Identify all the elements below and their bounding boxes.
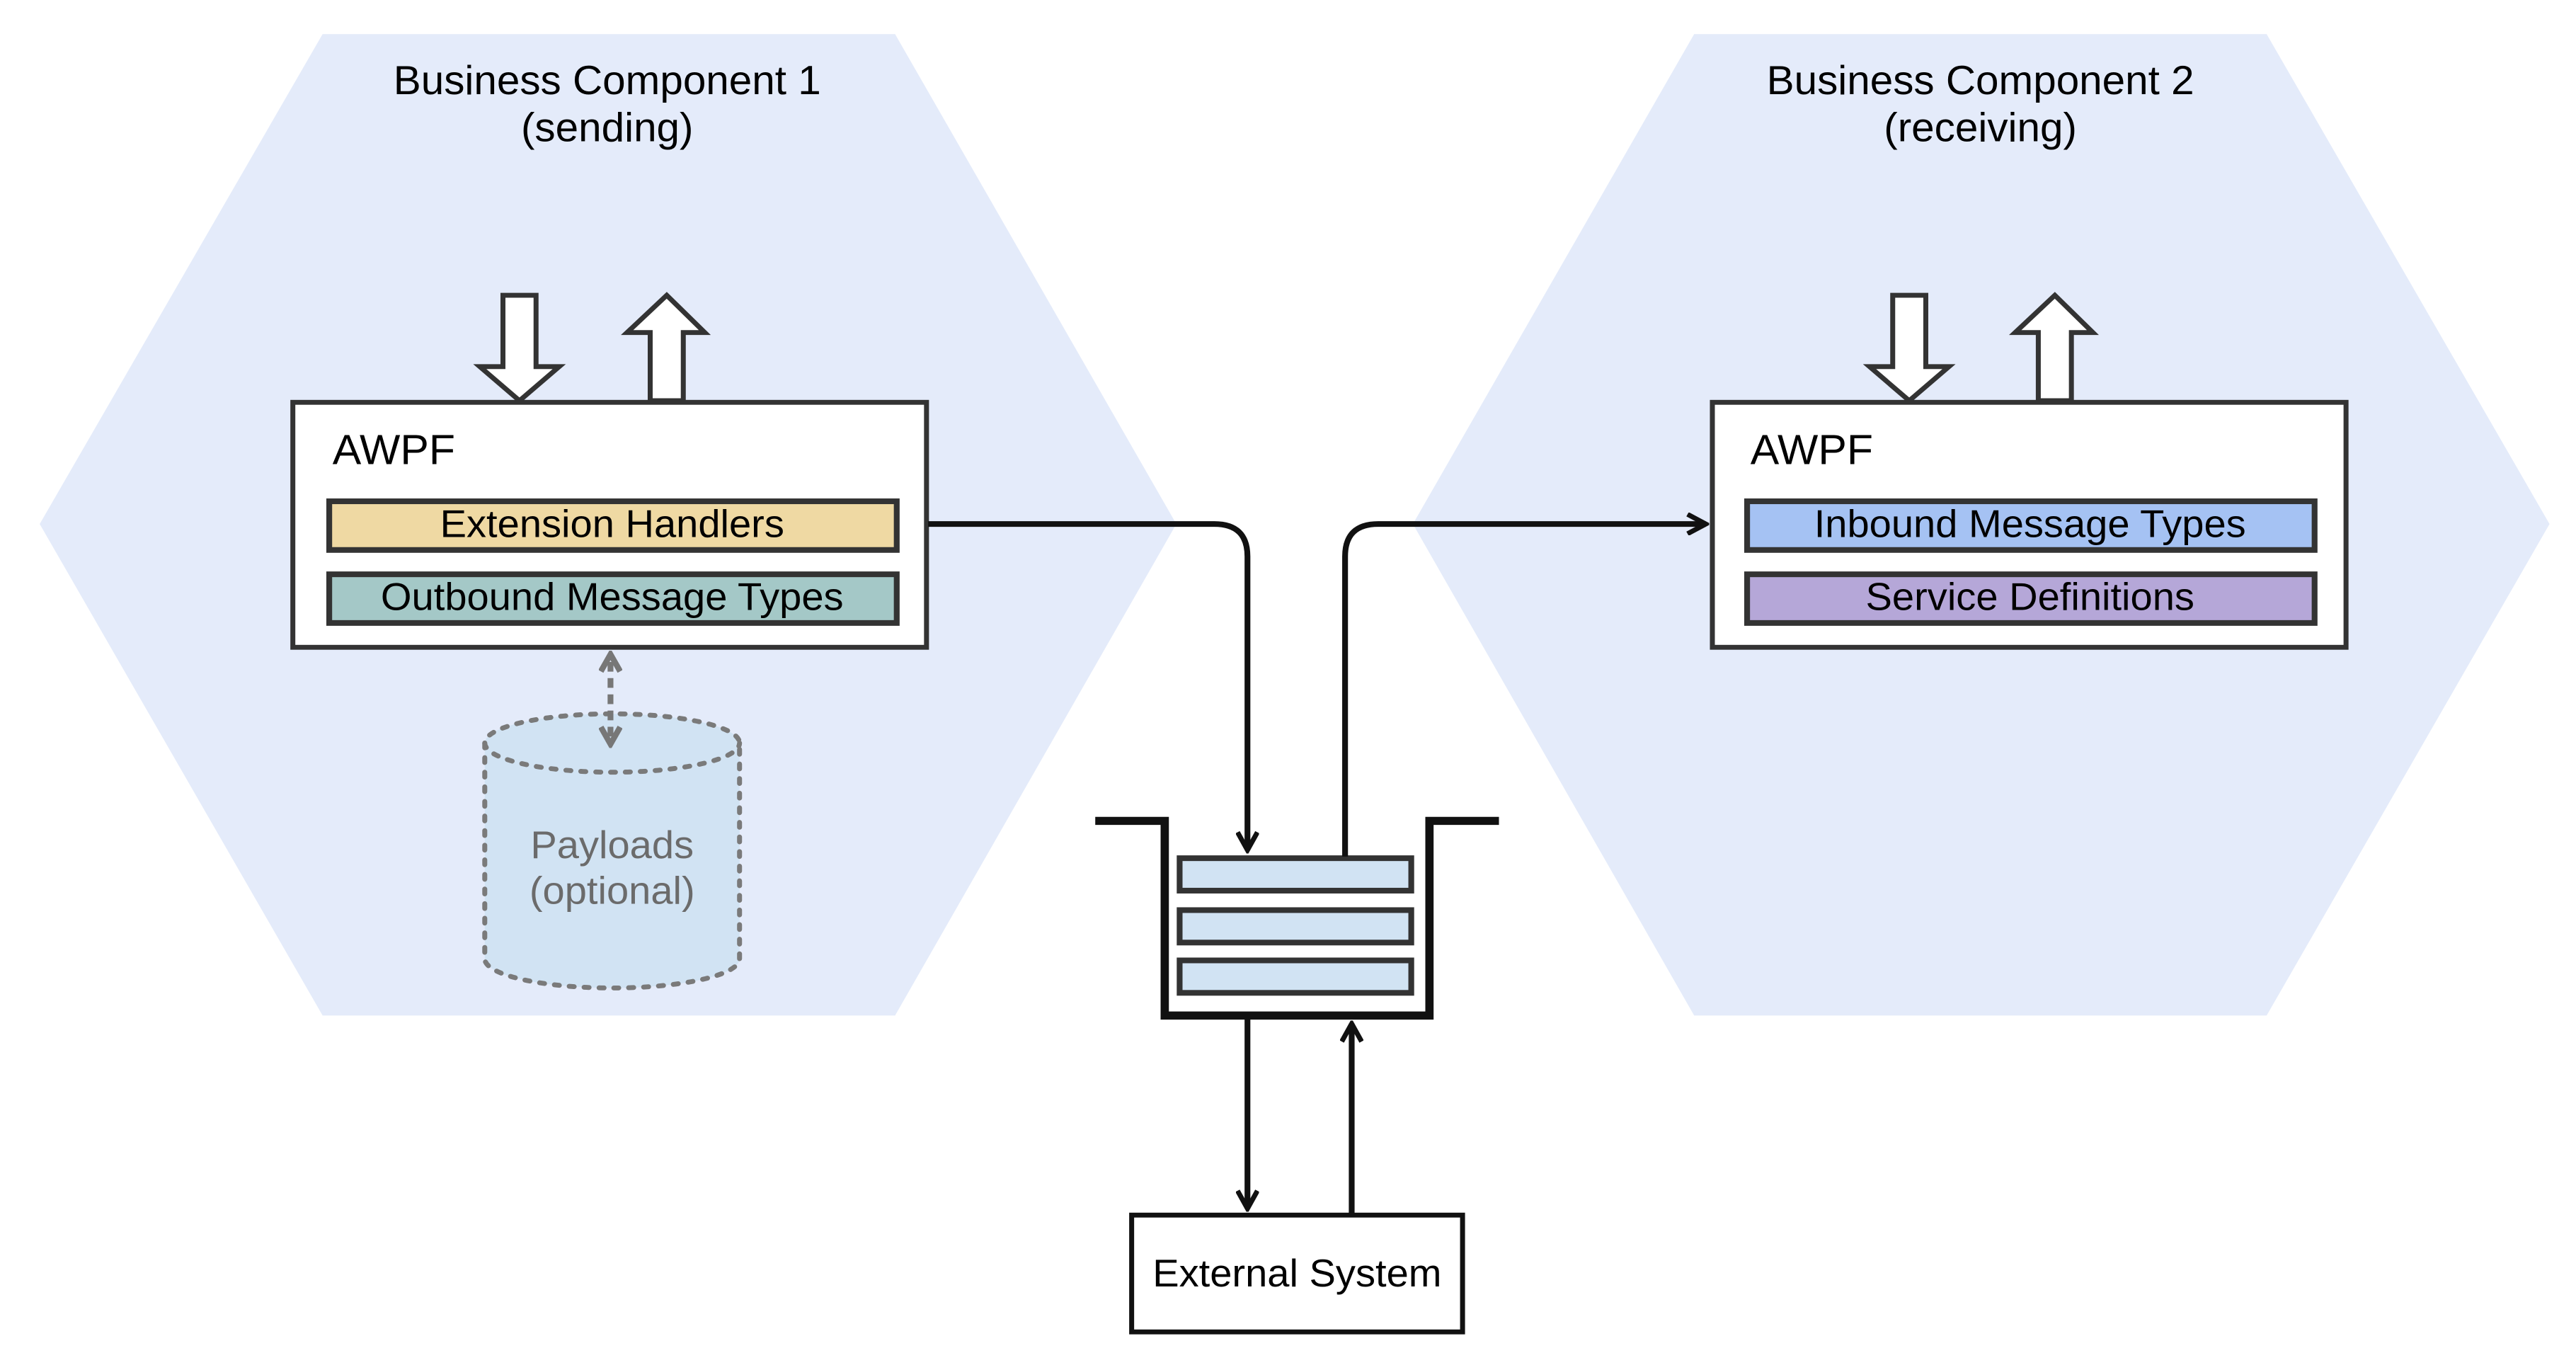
extension-handlers-bar xyxy=(326,498,900,553)
database-icon: Payloads (optional) xyxy=(482,711,743,991)
up-arrow-icon xyxy=(621,292,711,404)
component-1-title: Business Component 1 xyxy=(394,58,821,103)
inbound-message-types-label: Inbound Message Types xyxy=(1814,502,2246,545)
inbound-message-types-bar xyxy=(1744,498,2318,553)
awpf-label-1: AWPF xyxy=(333,426,455,473)
send-to-queue-arrow xyxy=(928,521,1247,850)
up-arrow-icon xyxy=(2008,292,2100,404)
component-2-subtitle: (receiving) xyxy=(1884,105,2077,150)
business-component-1: Business Component 1 (sending) AWPF Exte… xyxy=(40,34,1177,1016)
awpf-label-2: AWPF xyxy=(1751,426,1873,473)
service-definitions-label: Service Definitions xyxy=(1866,575,2194,618)
payloads-optional-label: (optional) xyxy=(529,869,695,912)
outbound-message-types-bar xyxy=(326,571,900,626)
down-arrow-icon xyxy=(1862,292,1956,404)
awpf-box-1: AWPF Extension Handlers Outbound Message… xyxy=(290,399,929,650)
component-1-subtitle: (sending) xyxy=(521,105,694,150)
extension-handlers-label: Extension Handlers xyxy=(440,502,784,545)
queue-slot xyxy=(1177,855,1414,894)
business-component-2: Business Component 2 (receiving) AWPF In… xyxy=(1412,34,2550,1016)
external-system-label: External System xyxy=(1152,1252,1441,1295)
awpf-box-2: AWPF Inbound Message Types Service Defin… xyxy=(1710,399,2349,650)
queue-slot xyxy=(1177,957,1414,996)
external-system: External System xyxy=(1129,1212,1465,1335)
service-definitions-bar xyxy=(1744,571,2318,626)
down-arrow-icon xyxy=(473,292,566,404)
payloads-label: Payloads xyxy=(530,823,694,867)
message-queue-icon xyxy=(1095,816,1499,1020)
component-2-title: Business Component 2 xyxy=(1767,58,2194,103)
outbound-message-types-label: Outbound Message Types xyxy=(381,575,844,618)
queue-slot xyxy=(1177,907,1414,946)
queue-to-receiver-arrow xyxy=(1342,524,1706,857)
